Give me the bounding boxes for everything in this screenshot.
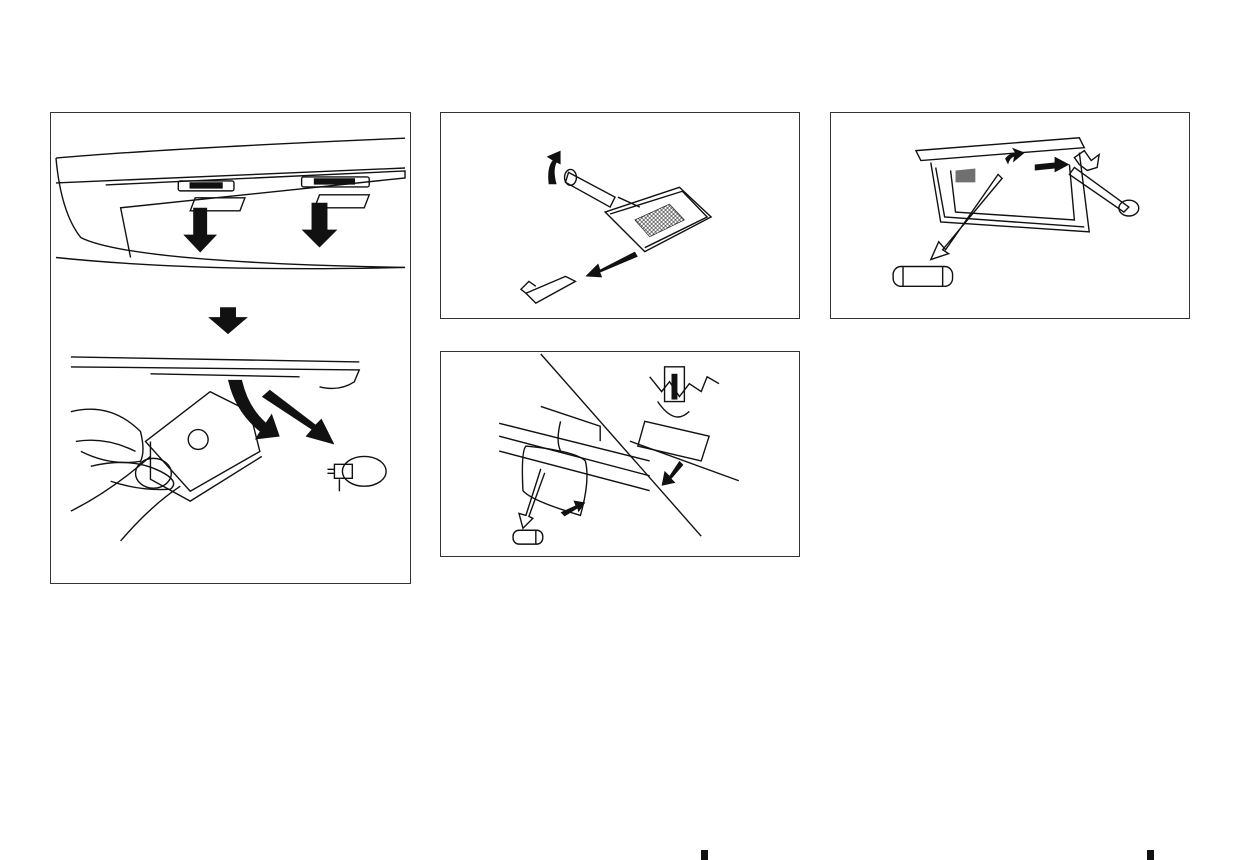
figure-luggage-room-lamp [440, 351, 800, 557]
room-lamp-lens-illustration [441, 150, 799, 318]
crop-mark [701, 850, 708, 860]
figure-room-lamp-lens [440, 112, 800, 319]
crop-mark [1147, 850, 1154, 860]
map-lamp-illustration [51, 113, 410, 583]
figure-vanity-mirror-lamp [830, 112, 1190, 319]
luggage-room-lamp-illustration [441, 352, 799, 556]
figure-map-lamp [50, 112, 411, 584]
vanity-mirror-lamp-illustration [831, 113, 1189, 318]
